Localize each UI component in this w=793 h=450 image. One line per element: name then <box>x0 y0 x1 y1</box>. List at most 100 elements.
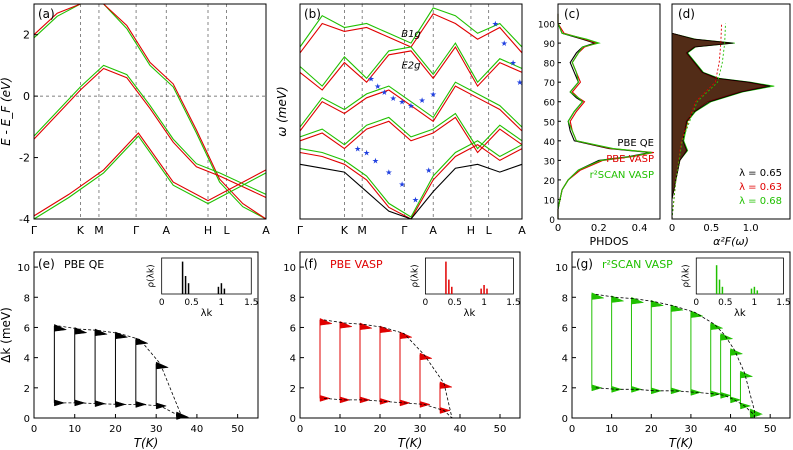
gap-histogram-lower <box>740 402 752 410</box>
gap-histogram-lower <box>730 396 742 404</box>
y-tick-label: 50 <box>544 118 556 128</box>
y-tick-label: 2 <box>562 384 568 395</box>
gap-histogram-lower <box>439 407 451 414</box>
y-tick-label: 2 <box>24 384 30 395</box>
upper-gap-trend <box>595 293 755 419</box>
band-line <box>33 132 267 217</box>
gap-histogram-upper <box>690 310 704 318</box>
phonon-branch-line <box>299 140 523 218</box>
inset-x-axis-label: λk <box>201 308 213 319</box>
kpoint-label: L <box>486 224 493 237</box>
kpoint-label: A <box>162 224 170 237</box>
y-tick-label: -2 <box>19 152 30 165</box>
y-tick-label: 4 <box>562 354 568 365</box>
lower-gap-trend <box>595 387 755 419</box>
y-axis-label: Δk (meV) <box>0 307 13 363</box>
phonon-branch-line <box>299 81 523 128</box>
x-tick-label: 10 <box>334 424 347 435</box>
y-tick-label: 90 <box>544 40 556 50</box>
x-tick-label: 40 <box>191 424 204 435</box>
lower-gap-trend <box>323 398 453 419</box>
inset-x-axis-label: λk <box>734 308 746 319</box>
x-tick-label: 40 <box>454 424 467 435</box>
y-tick-label: 0 <box>24 414 30 425</box>
inset-x-tick-label: 1 <box>752 298 758 308</box>
kpoint-label: M <box>94 224 104 237</box>
y-tick-label: 30 <box>544 157 556 167</box>
gap-histogram-upper <box>54 324 68 332</box>
inset-y-axis-label: ρ(λk) <box>147 264 157 287</box>
y-tick-label: 20 <box>544 177 556 187</box>
panel-b-frame <box>299 3 523 220</box>
y-tick-label: 2 <box>290 384 296 395</box>
x-tick-label: 0 <box>555 223 561 234</box>
gap-histogram-upper <box>155 361 170 370</box>
kpoint-label: A <box>262 224 270 237</box>
inset-x-tick-label: 1.5 <box>244 298 258 308</box>
kpoint-label: Γ <box>133 224 140 237</box>
panel-c-frame <box>557 3 661 220</box>
kpoint-label: H <box>204 224 212 237</box>
x-axis-label: PHDOS <box>589 235 628 248</box>
experimental-point: ★ <box>374 82 381 91</box>
gap-histogram-upper <box>319 318 333 326</box>
x-tick-label: 0.2 <box>591 223 607 234</box>
experimental-point: ★ <box>510 59 517 68</box>
y-tick-label: 2 <box>23 29 30 42</box>
inset-x-axis-label: λk <box>464 308 476 319</box>
panel-frame <box>299 251 521 419</box>
method-label: r²SCAN VASP <box>602 258 673 271</box>
gap-histogram-upper <box>591 292 605 300</box>
experimental-point: ★ <box>381 88 388 97</box>
phonon-branch-line <box>299 116 523 154</box>
panel-label: (c) <box>564 7 580 21</box>
y-tick-label: 6 <box>24 323 30 334</box>
gap-histogram-upper <box>94 328 109 337</box>
gap-histogram-upper <box>611 295 625 303</box>
e2g-annotation: E2g <box>401 61 420 72</box>
kpoint-label: Γ <box>401 224 408 237</box>
phonon-branch-line <box>299 85 523 132</box>
experimental-point: ★ <box>492 20 499 29</box>
panel-label: (e) <box>38 257 55 271</box>
method-label: PBE VASP <box>330 258 383 271</box>
experimental-point: ★ <box>390 94 397 103</box>
gap-histogram-upper <box>720 333 734 341</box>
method-label: PBE QE <box>64 258 104 271</box>
lower-gap-trend <box>58 402 185 419</box>
panel-label: (a) <box>38 7 55 21</box>
gap-histogram-upper <box>399 331 413 340</box>
x-tick-label: 20 <box>109 424 122 435</box>
a2f-area <box>671 23 771 219</box>
inset-x-tick-label: 1.5 <box>506 298 520 308</box>
gap-histogram-upper <box>740 370 754 379</box>
y-tick-label: 40 <box>544 138 556 148</box>
experimental-point: ★ <box>354 145 361 154</box>
inset-x-tick-label: 1 <box>481 298 487 308</box>
inset-y-axis-label: ρ(λk) <box>681 264 691 287</box>
lambda-value: λ = 0.68 <box>739 196 782 207</box>
y-tick-label: 6 <box>290 323 296 334</box>
y-tick-label: 6 <box>562 323 568 334</box>
x-tick-label: 1.0 <box>743 223 759 234</box>
phdos-line <box>557 13 652 219</box>
kpoint-label: H <box>467 224 475 237</box>
gap-histogram-upper <box>359 322 373 331</box>
experimental-point: ★ <box>363 149 370 158</box>
y-tick-label: 100 <box>538 21 555 31</box>
y-tick-label: 0 <box>549 216 555 226</box>
panel-label: (b) <box>304 7 321 21</box>
phonon-branch-line <box>299 45 523 91</box>
y-tick-label: 0 <box>562 414 568 425</box>
gap-histogram-upper <box>670 304 685 312</box>
x-tick-label: 50 <box>494 424 507 435</box>
panel-d-frame <box>671 3 791 220</box>
experimental-point: ★ <box>412 195 419 204</box>
y-tick-label: 4 <box>290 354 296 365</box>
kpoint-label: K <box>341 224 349 237</box>
x-axis-label: T(K) <box>134 436 159 450</box>
x-tick-label: 30 <box>150 424 163 435</box>
panel-label: (d) <box>678 7 695 21</box>
kpoint-label: Γ <box>31 224 38 237</box>
